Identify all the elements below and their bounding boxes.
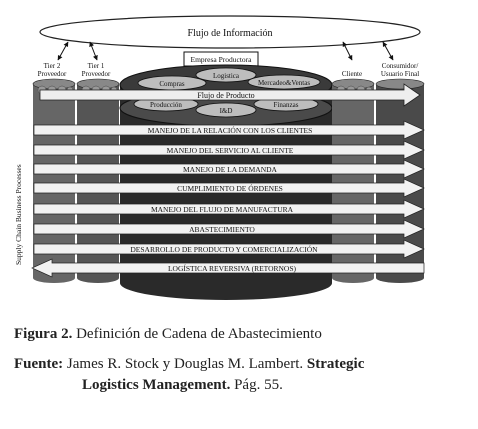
figure-text: Definición de Cadena de Abastecimiento [72, 326, 322, 342]
source-label: Fuente: [14, 356, 64, 372]
process-label-6: ABASTECIMIENTO [189, 225, 255, 234]
function-mercadeo [247, 74, 321, 90]
function-compras-label: Compras [159, 80, 185, 88]
client-label: Cliente [342, 70, 362, 78]
function-logistica [195, 67, 257, 83]
supply-chain-diagram: Flujo de Información Tier 2 Proveedor Ti… [14, 15, 425, 300]
info-arrows [57, 41, 394, 61]
figure-label: Figura 2. [14, 326, 73, 342]
source-line-2: Logistics Management. Pág. 55. [82, 377, 283, 394]
process-arrows: MANEJO DE LA RELACIÓN CON LOS CLIENTES M… [31, 120, 425, 278]
process-arrow-3: MANEJO DE LA DEMANDA [33, 159, 425, 179]
process-arrow-8-reverse: LOGÍSTICA REVERSIVA (RETORNOS) [31, 258, 425, 278]
process-label-2: MANEJO DEL SERVICIO AL CLIENTE [167, 146, 294, 155]
tier2-sublabel: Proveedor [38, 70, 67, 78]
process-label-4: CUMPLIMIENTO DE ÓRDENES [177, 183, 283, 193]
info-flow-label: Flujo de Información [188, 28, 273, 39]
company-label: Empresa Productora [190, 55, 252, 64]
function-finanzas-label: Finanzas [274, 101, 299, 109]
figure-caption: Figura 2. Definición de Cadena de Abaste… [14, 326, 322, 343]
side-label: Supply Chain Business Processes [14, 164, 23, 265]
function-id [195, 102, 257, 118]
process-arrow-2: MANEJO DEL SERVICIO AL CLIENTE [33, 140, 425, 160]
tier1-label: Tier 1 [88, 62, 105, 70]
process-arrow-5: MANEJO DEL FLUJO DE MANUFACTURA [33, 199, 425, 219]
tier1-sublabel: Proveedor [82, 70, 111, 78]
process-label-8: LOGÍSTICA REVERSIVA (RETORNOS) [168, 263, 297, 273]
source-page: Pág. 55. [230, 377, 283, 393]
process-arrow-4: CUMPLIMIENTO DE ÓRDENES [33, 178, 425, 198]
product-flow-label: Flujo de Producto [197, 91, 254, 100]
process-arrow-1: MANEJO DE LA RELACIÓN CON LOS CLIENTES [33, 120, 425, 140]
process-label-7: DESARROLLO DE PRODUCTO Y COMERCIALIZACIÓ… [130, 244, 318, 254]
process-label-3: MANEJO DE LA DEMANDA [183, 165, 278, 174]
function-logistica-label: Logistica [213, 72, 240, 80]
tier2-label: Tier 2 [44, 62, 61, 70]
source-authors: James R. Stock y Douglas M. Lambert. [63, 356, 307, 372]
consumer-sublabel: Usuario Final [381, 70, 419, 78]
function-id-label: I&D [220, 107, 233, 115]
book-title-part1: Strategic [306, 356, 365, 372]
process-arrow-7: DESARROLLO DE PRODUCTO Y COMERCIALIZACIÓ… [33, 239, 425, 259]
product-flow-arrow: Flujo de Producto [39, 83, 421, 107]
process-arrow-6: ABASTECIMIENTO [33, 219, 425, 239]
process-label-5: MANEJO DEL FLUJO DE MANUFACTURA [151, 205, 294, 214]
source-line-1: Fuente: James R. Stock y Douglas M. Lamb… [14, 356, 364, 373]
function-mercadeo-label: Mercadeo&Ventas [258, 79, 310, 87]
info-flow-ellipse [39, 15, 421, 49]
consumer-label: Consumidor/ [382, 62, 419, 70]
function-produccion-label: Producción [150, 101, 182, 109]
book-title-part2: Logistics Management. [82, 377, 231, 393]
process-label-1: MANEJO DE LA RELACIÓN CON LOS CLIENTES [148, 125, 313, 135]
